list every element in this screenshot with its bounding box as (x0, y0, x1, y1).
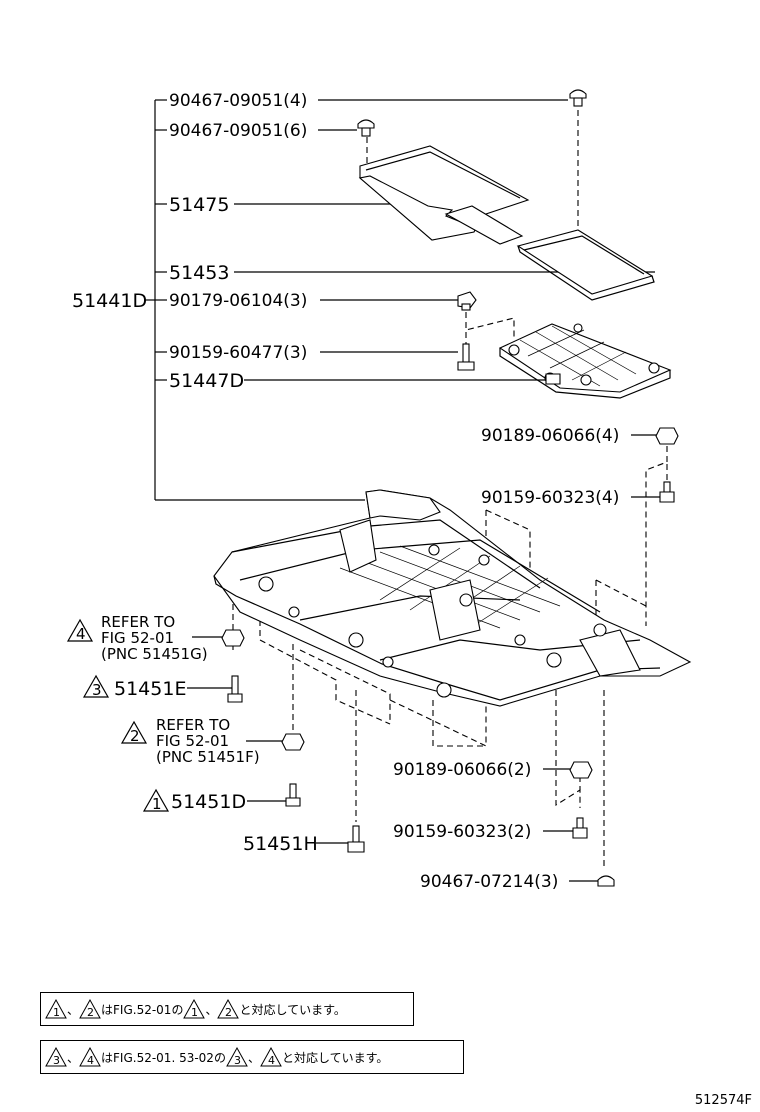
triangle-3-icon: 3 (45, 1047, 67, 1067)
triangle-2-icon: 2 (217, 999, 240, 1019)
label-p14: 51451D (171, 791, 246, 813)
ref-tri-4: 4 (66, 618, 94, 643)
note-box-1: 1 、 2 はFIG.52-01の 1 、 2 と対応しています。 (40, 992, 414, 1026)
figure-id: 512574F (694, 1093, 752, 1108)
ref-tri-3: 3 (82, 674, 110, 699)
svg-text:2: 2 (87, 1006, 94, 1019)
bolt-51447D-mount-icon (545, 373, 561, 385)
label-assembly: 51441D (72, 290, 147, 312)
alignment-dashes (232, 110, 668, 870)
ref2-line3: (PNC 51451F) (156, 748, 260, 766)
bolt-51451D-icon (285, 783, 301, 807)
bracket-51447D (498, 323, 672, 399)
svg-text:1: 1 (152, 795, 162, 813)
triangle-1-icon: 1 (183, 999, 206, 1019)
label-p10: 90189-06066(2) (393, 760, 531, 780)
label-p12: 90467-07214(3) (420, 872, 558, 892)
note2-sep1: 、 (67, 1050, 80, 1065)
note-box-2: 3 、 4 はFIG.52-01. 53-02の 3 、 4 と対応しています。 (40, 1040, 464, 1074)
label-p15: 51451H (243, 833, 318, 855)
triangle-2-icon: 2 (79, 999, 101, 1019)
nut-51451F-icon (281, 733, 305, 751)
svg-text:4: 4 (268, 1054, 275, 1067)
svg-text:4: 4 (76, 625, 86, 643)
triangle-3-icon: 3 (226, 1047, 248, 1067)
label-p7: 51447D (169, 370, 244, 392)
label-p9: 90159-60323(4) (481, 488, 619, 508)
svg-text:1: 1 (191, 1006, 198, 1019)
ref-tri-2: 2 (120, 720, 148, 745)
nut-90189-06066-bottom-icon (569, 761, 593, 779)
bolt-51451H-icon (347, 825, 365, 853)
cover-51475 (358, 145, 530, 245)
bolt-90159-60477-icon (457, 343, 475, 371)
svg-text:3: 3 (234, 1054, 241, 1067)
label-p3: 51475 (169, 194, 229, 216)
label-p13: 51451E (114, 678, 186, 700)
clip-90467-09051-icon (357, 119, 375, 137)
ref4-line3: (PNC 51451G) (101, 645, 208, 663)
cover-51453 (516, 229, 655, 301)
bolt-51451E-icon (227, 675, 243, 703)
nut-90189-06066-top-icon (655, 427, 679, 445)
note1-sep1: 、 (67, 1002, 80, 1017)
ref4-line1: REFER TO (101, 613, 175, 631)
label-p2: 90467-09051(6) (169, 121, 307, 141)
nut-90179-06104-icon (457, 291, 477, 311)
note1-text2: と対応しています。 (239, 1002, 346, 1017)
svg-text:3: 3 (92, 681, 102, 699)
note2-text1: はFIG.52-01. 53-02の (101, 1050, 226, 1065)
label-p5: 90179-06104(3) (169, 291, 307, 311)
svg-text:2: 2 (225, 1006, 232, 1019)
label-p1: 90467-09051(4) (169, 91, 307, 111)
engine-under-cover (213, 489, 692, 707)
ref2-line1: REFER TO (156, 716, 230, 734)
label-p11: 90159-60323(2) (393, 822, 531, 842)
note1-text1: はFIG.52-01の (101, 1002, 184, 1017)
label-p8: 90189-06066(4) (481, 426, 619, 446)
label-p4: 51453 (169, 262, 229, 284)
label-p6: 90159-60477(3) (169, 343, 307, 363)
triangle-1-icon: 1 (45, 999, 67, 1019)
svg-text:3: 3 (53, 1054, 60, 1067)
ref2-line2: FIG 52-01 (156, 732, 229, 750)
note2-sep2: 、 (247, 1050, 260, 1065)
note1-sep2: 、 (205, 1002, 218, 1017)
bolt-90159-60323-top-icon (659, 481, 675, 503)
ref4-line2: FIG 52-01 (101, 629, 174, 647)
ref-tri-1: 1 (142, 788, 170, 813)
bolt-90159-60323-bottom-icon (572, 817, 588, 839)
clip-90467-09051-top-icon (569, 89, 587, 107)
svg-text:2: 2 (130, 727, 140, 745)
svg-text:1: 1 (53, 1006, 60, 1019)
note2-text2: と対応しています。 (281, 1050, 389, 1065)
triangle-4-icon: 4 (260, 1047, 282, 1067)
nut-51451G-icon (221, 629, 245, 647)
triangle-4-icon: 4 (79, 1047, 101, 1067)
clip-90467-07214-icon (597, 875, 615, 887)
svg-text:4: 4 (87, 1054, 94, 1067)
assembly-bracket (145, 99, 365, 501)
